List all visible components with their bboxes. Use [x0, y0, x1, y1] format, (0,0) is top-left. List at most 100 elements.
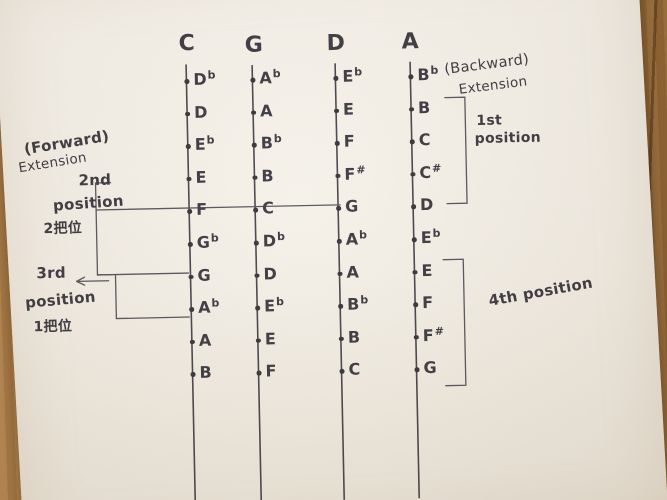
note-label: F#	[422, 324, 445, 345]
note-dot	[410, 172, 415, 177]
note-dot	[252, 175, 258, 180]
note-dot	[409, 139, 415, 145]
note-dot	[335, 173, 340, 179]
note-label: F	[343, 131, 355, 151]
note-label: G	[344, 196, 359, 217]
note-dot	[189, 307, 194, 312]
note-dot	[338, 304, 343, 309]
note-label: B	[347, 327, 361, 347]
column-header-c: C	[178, 30, 196, 57]
note-label: D	[193, 102, 208, 122]
note-label: F	[195, 200, 208, 220]
note-label: Ab	[345, 228, 368, 249]
note-dot	[411, 204, 416, 210]
note-label: Eb	[342, 65, 363, 86]
note-dot	[187, 241, 193, 247]
note-label: C	[348, 359, 361, 380]
note-label: F	[421, 293, 434, 313]
note-label: Gb	[196, 231, 219, 252]
third-row-link	[96, 272, 190, 276]
note-label: A	[259, 100, 273, 121]
note-dot	[336, 206, 341, 211]
note-label: Eb	[263, 295, 285, 316]
fourth-position-bracket	[442, 258, 467, 387]
note-label: Db	[262, 230, 285, 251]
note-label: Bb	[346, 293, 369, 314]
note-label: C	[418, 130, 431, 150]
note-label: B	[261, 166, 274, 186]
second-position-label-line3: 2把位	[43, 220, 83, 238]
note-dot	[255, 338, 261, 343]
note-dot	[251, 110, 256, 115]
note-dot	[253, 207, 258, 213]
note-label: B	[199, 362, 212, 383]
note-dot	[190, 372, 196, 377]
note-dot	[255, 305, 260, 311]
note-label: A	[198, 330, 212, 350]
note-label: F#	[344, 163, 366, 184]
note-dot	[187, 209, 192, 214]
note-dot	[413, 302, 418, 308]
note-label: G	[197, 265, 211, 285]
note-dot	[184, 78, 189, 84]
third-position-bracket	[114, 273, 191, 320]
column-header-a: A	[401, 29, 420, 55]
note-label: C	[261, 198, 275, 218]
column-header-g: G	[244, 32, 264, 58]
string-line-a	[409, 61, 421, 500]
note-label: Ab	[197, 296, 220, 318]
note-dot	[334, 141, 340, 146]
note-dot	[414, 367, 420, 373]
note-label: E	[195, 167, 207, 187]
note-label: G	[423, 358, 437, 378]
note-dot	[186, 176, 192, 182]
note-label: Eb	[420, 226, 441, 248]
second-position-label-line1: 2nd	[78, 170, 112, 190]
note-dot	[337, 271, 343, 277]
note-dot	[253, 240, 259, 246]
note-label: Bb	[260, 132, 282, 153]
string-line-d	[334, 63, 346, 500]
third-position-label-line3: 1把位	[33, 318, 73, 336]
note-label: B	[417, 97, 431, 117]
note-label: D	[263, 263, 277, 284]
note-dot	[254, 273, 260, 278]
note-dot	[250, 77, 255, 83]
note-dot	[256, 370, 262, 376]
note-dot	[188, 274, 194, 280]
note-label: D	[419, 195, 434, 215]
third-position-arrow	[75, 276, 110, 286]
note-label: Ab	[259, 67, 281, 88]
note-dot	[251, 142, 257, 148]
second-position-row-link	[95, 204, 341, 211]
note-label: C#	[419, 161, 442, 182]
note-label: Bb	[417, 63, 439, 85]
note-dot	[338, 336, 344, 342]
note-dot	[412, 269, 418, 275]
note-dot	[334, 108, 339, 114]
first-position-label-line2: position	[474, 129, 542, 148]
note-dot	[411, 237, 417, 242]
note-dot	[185, 144, 191, 149]
note-dot	[333, 75, 338, 81]
note-dot	[413, 335, 419, 340]
note-dot	[339, 369, 345, 374]
note-dot	[185, 111, 190, 117]
note-label: Db	[193, 68, 216, 89]
note-dot	[336, 238, 342, 244]
note-label: E	[421, 260, 433, 280]
note-dot	[189, 339, 195, 345]
first-position-bracket	[444, 96, 468, 205]
third-position-label-line1: 3rd	[36, 263, 67, 283]
first-position-label-line1: 1st	[476, 112, 503, 129]
note-label: E	[342, 99, 355, 119]
string-line-g	[251, 64, 263, 500]
note-label: F	[265, 361, 277, 381]
note-label: E	[264, 329, 276, 349]
note-label: Eb	[194, 133, 215, 155]
column-header-d: D	[326, 30, 346, 57]
string-line-c	[185, 64, 197, 500]
